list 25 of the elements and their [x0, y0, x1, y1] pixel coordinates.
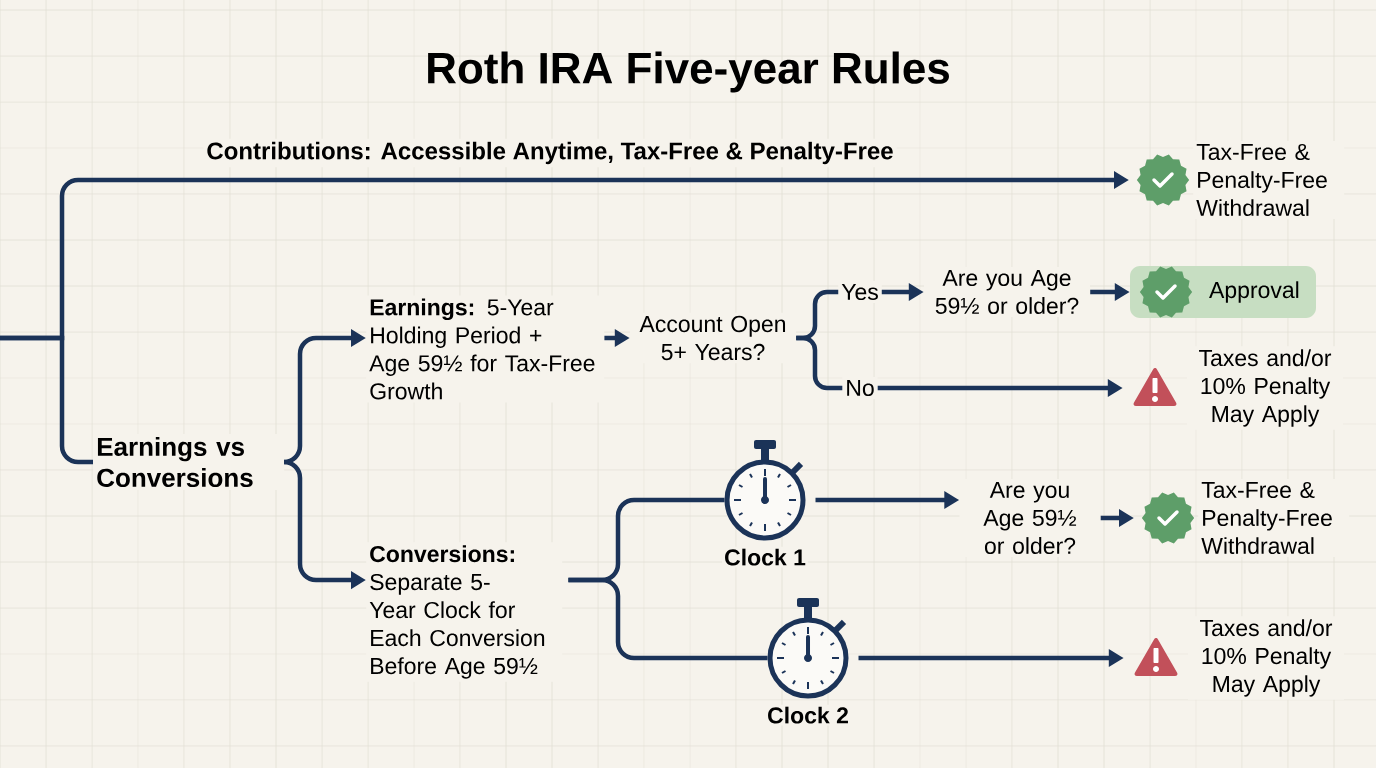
text-block: Earnings: 5-Year Holding Period + Age 59½ for Tax-Free Growth — [366, 295, 605, 403]
text-block: Account Open 5+ Years? — [630, 312, 796, 364]
clock-label: Clock 1 — [722, 546, 808, 568]
result-text: Tax-Free & Penalty-Free Withdrawal — [1193, 140, 1345, 220]
node-label: Are you Age 59½ or older? — [935, 269, 1079, 315]
node-label: Are you Age 59½ or older? — [983, 481, 1077, 555]
result-text: Tax-Free & Penalty-Free Withdrawal — [1198, 478, 1350, 558]
result-box: Approval — [1130, 266, 1316, 318]
edge-label: No — [842, 376, 878, 399]
node-label: Tax-Free & Penalty-Free Withdrawal — [1201, 481, 1332, 555]
node-label: Account Open 5+ Years? — [639, 315, 786, 361]
text-block: Earnings vs Conversions — [93, 433, 285, 491]
edge-label: Yes — [838, 280, 882, 303]
text-block: Are you Age 59½ or older? — [959, 478, 1101, 557]
edge-label: Contributions: Accessible Anytime, Tax-Free & Penalty-Free — [203, 138, 897, 168]
node-label: Earnings vs Conversions — [97, 436, 253, 488]
clock-label: Clock 2 — [765, 704, 851, 726]
warning-icon — [1133, 368, 1177, 406]
result-text: Taxes and/or 10% Penalty May Apply — [1187, 346, 1343, 430]
node-label: Tax-Free & Penalty-Free Withdrawal — [1196, 143, 1327, 217]
warning-icon — [1134, 638, 1178, 676]
result-text: Taxes and/or 10% Penalty May Apply — [1188, 616, 1344, 700]
text-block: Are you Age 59½ or older? — [924, 266, 1090, 317]
title: Roth IRA Five-year Rules — [428, 51, 949, 93]
text-block: Conversions: Separate 5-Year Clock for Each Conversion Before Age 59½ — [366, 542, 563, 682]
